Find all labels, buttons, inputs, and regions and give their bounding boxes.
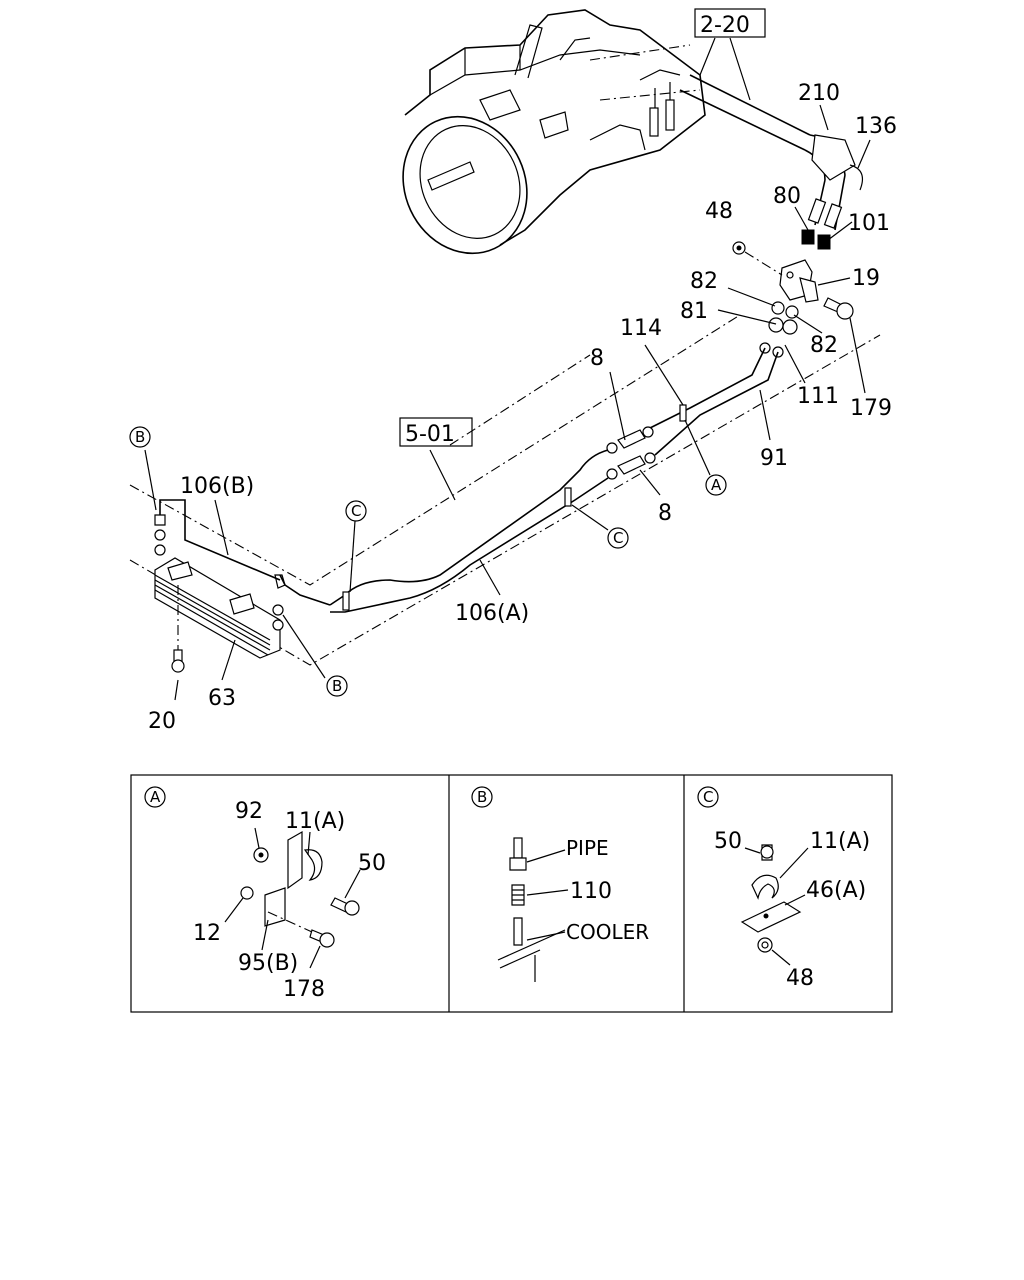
marker-b-1: B xyxy=(135,428,145,446)
nut-48-top xyxy=(732,241,746,255)
part-label-106a: 106(A) xyxy=(455,601,529,626)
part-label-82-lower: 82 xyxy=(810,333,838,358)
part-label-19: 19 xyxy=(852,266,880,291)
detail-c-label-46a: 46(A) xyxy=(806,878,866,903)
oil-cooler-63 xyxy=(154,514,284,659)
part-label-48: 48 xyxy=(705,199,733,224)
ref-label-5-01: 5-01 xyxy=(405,422,455,447)
leader-lines xyxy=(144,37,871,701)
bolt-179 xyxy=(823,297,854,320)
detail-c-tag: C xyxy=(703,788,713,806)
bracket-19 xyxy=(779,259,819,303)
marker-c-2: C xyxy=(613,529,623,547)
part-label-63: 63 xyxy=(208,686,236,711)
part-label-81: 81 xyxy=(680,299,708,324)
ref-label-2-20: 2-20 xyxy=(700,13,750,38)
marker-c-1: C xyxy=(351,502,361,520)
detail-b-tag: B xyxy=(477,788,487,806)
marker-a: A xyxy=(711,476,722,494)
detail-b-label-pipe: PIPE xyxy=(566,836,609,860)
cooler-lines xyxy=(159,347,779,613)
part-label-20: 20 xyxy=(148,709,176,734)
detail-a-label-12: 12 xyxy=(193,921,221,946)
bolt-20 xyxy=(171,585,185,673)
part-label-106b: 106(B) xyxy=(180,474,254,499)
part-label-179: 179 xyxy=(850,396,892,421)
transmission-assembly xyxy=(402,9,706,255)
part-label-114: 114 xyxy=(620,316,662,341)
detail-a-label-178: 178 xyxy=(283,977,325,1002)
ref-box-5-01: 5-01 xyxy=(399,417,473,447)
detail-b-label-cooler: COOLER xyxy=(566,920,649,944)
detail-c-label-11a: 11(A) xyxy=(810,829,870,854)
detail-panels xyxy=(130,774,893,1013)
detail-a-label-50: 50 xyxy=(358,851,386,876)
detail-c: C 50 11(A) 46(A) 48 xyxy=(697,786,870,991)
part-label-111: 111 xyxy=(797,384,839,409)
detail-c-label-50: 50 xyxy=(714,829,742,854)
transmission-pipes xyxy=(679,74,863,250)
detail-a-label-92: 92 xyxy=(235,799,263,824)
part-label-8-upper: 8 xyxy=(590,346,604,371)
part-labels: 210 136 80 101 48 19 82 81 82 114 111 17… xyxy=(148,81,897,734)
detail-c-label-48: 48 xyxy=(786,966,814,991)
detail-a-tag: A xyxy=(150,788,161,806)
part-label-8-lower: 8 xyxy=(658,501,672,526)
part-label-101: 101 xyxy=(848,211,890,236)
part-label-136: 136 xyxy=(855,114,897,139)
detail-b: B PIPE 110 COOLER xyxy=(471,786,649,982)
detail-a: A 92 11(A) 50 12 95(B) 178 xyxy=(144,786,386,1002)
detail-a-label-11a: 11(A) xyxy=(285,809,345,834)
part-label-91: 91 xyxy=(760,446,788,471)
detail-a-label-95b: 95(B) xyxy=(238,951,298,976)
washers-81-82 xyxy=(759,301,799,358)
part-label-210: 210 xyxy=(798,81,840,106)
part-label-82-upper: 82 xyxy=(690,269,718,294)
marker-b-2: B xyxy=(332,677,342,695)
circled-markers: B B C C A xyxy=(129,426,727,697)
detail-b-label-110: 110 xyxy=(570,879,612,904)
ref-box-2-20: 2-20 xyxy=(694,8,766,38)
part-label-80: 80 xyxy=(773,184,801,209)
